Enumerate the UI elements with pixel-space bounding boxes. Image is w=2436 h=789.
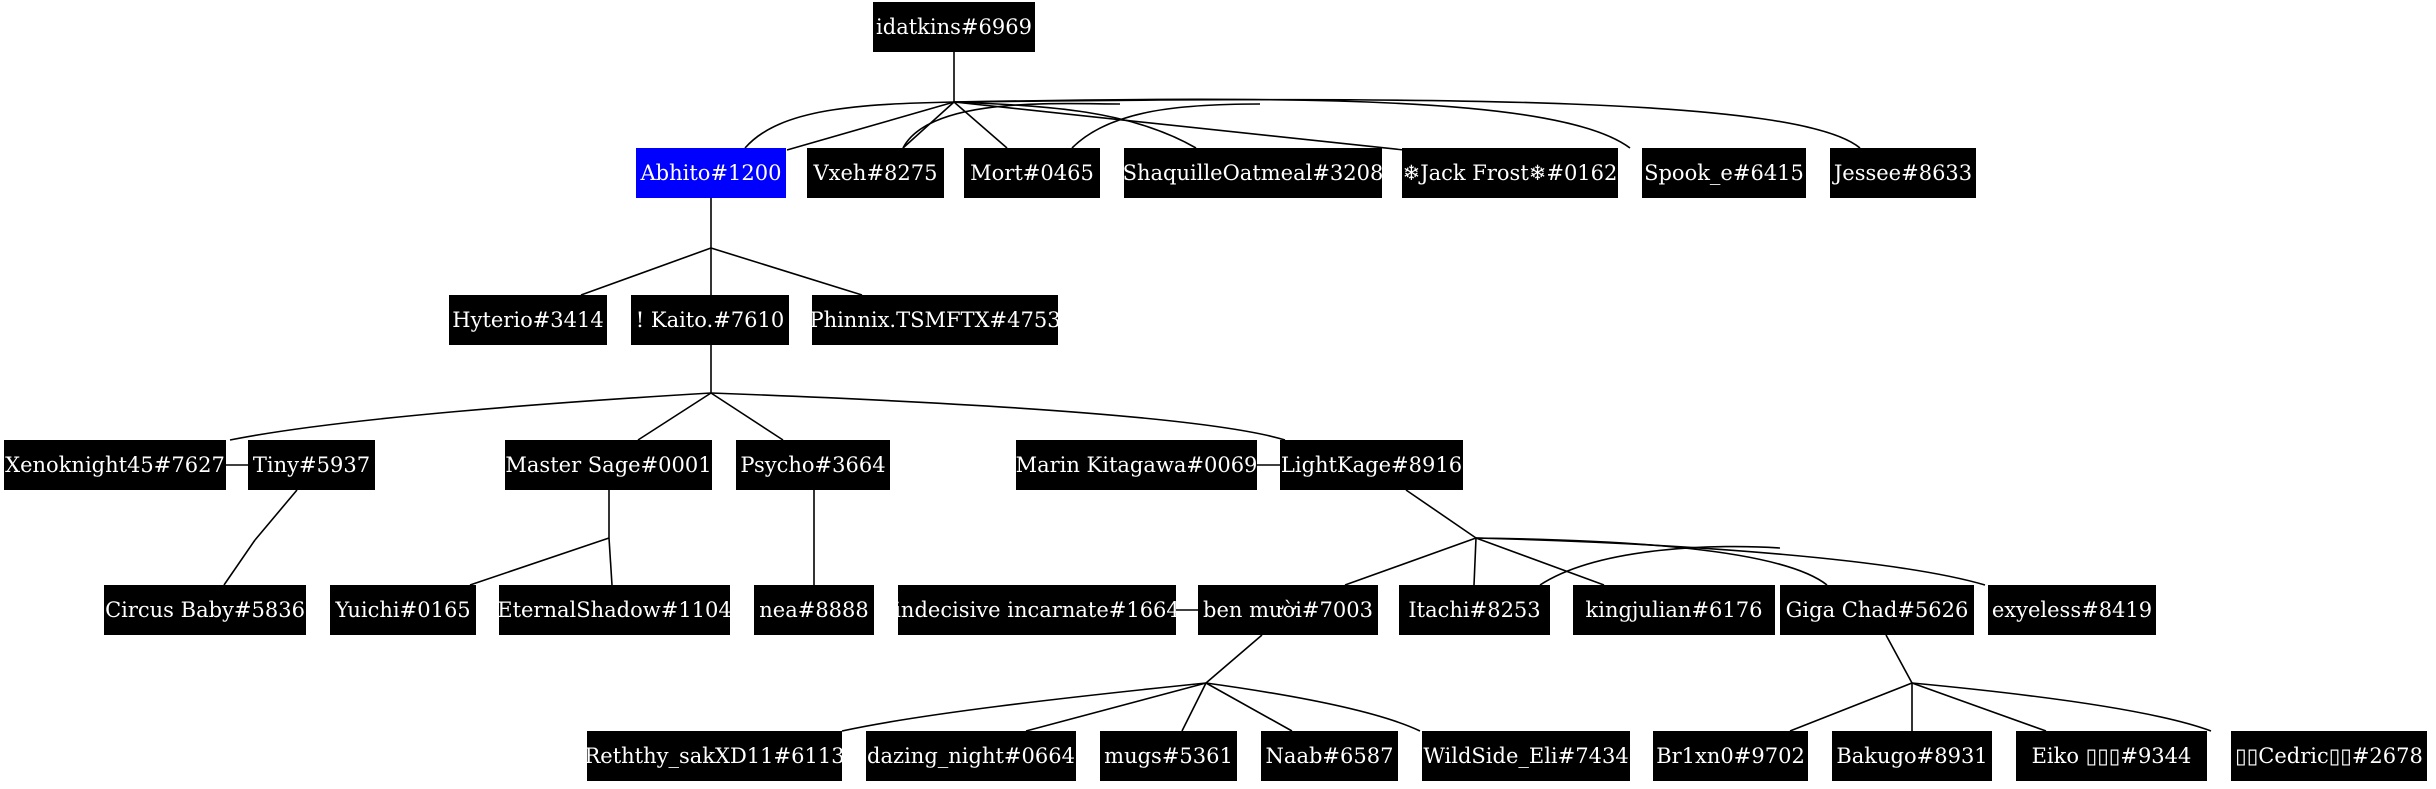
edge bbox=[744, 101, 955, 149]
edge bbox=[1911, 682, 2047, 732]
node-kingjulian[interactable]: kingjulian#6176 bbox=[1573, 585, 1775, 635]
node-marin[interactable]: Marin Kitagawa#0069 bbox=[1016, 440, 1257, 490]
edge bbox=[953, 98, 1631, 149]
edge bbox=[1911, 682, 2212, 732]
edge bbox=[1205, 682, 1421, 732]
node-idatkins[interactable]: idatkins#6969 bbox=[873, 2, 1035, 52]
edge bbox=[953, 101, 1197, 149]
node-eternalshadow[interactable]: EternalShadow#1104 bbox=[497, 585, 732, 635]
node-cedric[interactable]: ▯▯Cedric▯▯#2678 bbox=[2231, 731, 2427, 781]
edge bbox=[608, 537, 613, 586]
node-indecisive[interactable]: indecisive incarnate#1664 bbox=[894, 585, 1180, 635]
edge bbox=[710, 392, 784, 441]
edge bbox=[1205, 634, 1263, 684]
node-gigachad[interactable]: Giga Chad#5626 bbox=[1780, 585, 1974, 635]
node-reththy[interactable]: Reththy_sakXD11#6113 bbox=[584, 731, 845, 781]
edge bbox=[1473, 537, 1477, 586]
node-exyeless[interactable]: exyeless#8419 bbox=[1988, 585, 2156, 635]
edge bbox=[1181, 682, 1207, 732]
edge bbox=[469, 537, 610, 586]
node-itachi[interactable]: Itachi#8253 bbox=[1399, 585, 1550, 635]
edge bbox=[229, 392, 712, 441]
node-phinnix[interactable]: Phinnix.TSMFTX#4753 bbox=[809, 295, 1061, 345]
edge bbox=[1789, 682, 1913, 732]
edge bbox=[902, 102, 1121, 149]
edge bbox=[1025, 682, 1207, 732]
node-kaito[interactable]: ! Kaito.#7610 bbox=[631, 295, 789, 345]
node-psycho[interactable]: Psycho#3664 bbox=[736, 440, 890, 490]
node-dazing[interactable]: dazing_night#0664 bbox=[866, 731, 1076, 781]
node-vxeh[interactable]: Vxeh#8275 bbox=[807, 148, 944, 198]
edge bbox=[953, 101, 1008, 149]
node-wildside[interactable]: WildSide_Eli#7434 bbox=[1422, 731, 1630, 781]
node-mastersage[interactable]: Master Sage#0001 bbox=[505, 440, 712, 490]
edge bbox=[1885, 634, 1913, 684]
node-shaquille[interactable]: ShaquilleOatmeal#3208 bbox=[1123, 148, 1383, 198]
node-mort[interactable]: Mort#0465 bbox=[964, 148, 1100, 198]
node-spook[interactable]: Spook_e#6415 bbox=[1642, 148, 1806, 198]
edge bbox=[254, 489, 298, 541]
edge bbox=[953, 101, 1405, 151]
edge bbox=[1405, 489, 1477, 539]
edge bbox=[580, 247, 712, 296]
edge bbox=[1205, 682, 1293, 732]
node-nea[interactable]: nea#8888 bbox=[754, 585, 874, 635]
edge bbox=[1539, 545, 1781, 586]
node-tiny[interactable]: Tiny#5937 bbox=[248, 440, 375, 490]
edge bbox=[1475, 537, 1605, 586]
edge bbox=[637, 392, 712, 441]
node-mugs[interactable]: mugs#5361 bbox=[1100, 731, 1237, 781]
node-jackfrost[interactable]: ❄Jack Frost❄#0162 bbox=[1402, 148, 1618, 198]
edge bbox=[1344, 537, 1477, 586]
edge bbox=[841, 682, 1207, 732]
node-yuichi[interactable]: Yuichi#0165 bbox=[330, 585, 476, 635]
node-br1xn0[interactable]: Br1xn0#9702 bbox=[1653, 731, 1808, 781]
edge bbox=[710, 392, 1286, 441]
node-jessee[interactable]: Jessee#8633 bbox=[1830, 148, 1976, 198]
node-lightkage[interactable]: LightKage#8916 bbox=[1280, 440, 1463, 490]
node-hyterio[interactable]: Hyterio#3414 bbox=[449, 295, 607, 345]
edge bbox=[953, 98, 1861, 149]
node-benmuoi[interactable]: ben mười#7003 bbox=[1198, 585, 1378, 635]
node-circusbaby[interactable]: Circus Baby#5836 bbox=[104, 585, 306, 635]
node-eiko[interactable]: Eiko ▯▯▯#9344 bbox=[2016, 731, 2207, 781]
edge bbox=[1071, 103, 1261, 149]
node-abhito[interactable]: Abhito#1200 bbox=[636, 148, 786, 198]
node-naab[interactable]: Naab#6587 bbox=[1261, 731, 1398, 781]
edge bbox=[223, 539, 256, 586]
node-xenoknight[interactable]: Xenoknight45#7627 bbox=[4, 440, 226, 490]
edge bbox=[786, 101, 955, 151]
node-bakugo[interactable]: Bakugo#8931 bbox=[1832, 731, 1992, 781]
edge bbox=[1475, 537, 1986, 586]
edge bbox=[710, 247, 863, 296]
